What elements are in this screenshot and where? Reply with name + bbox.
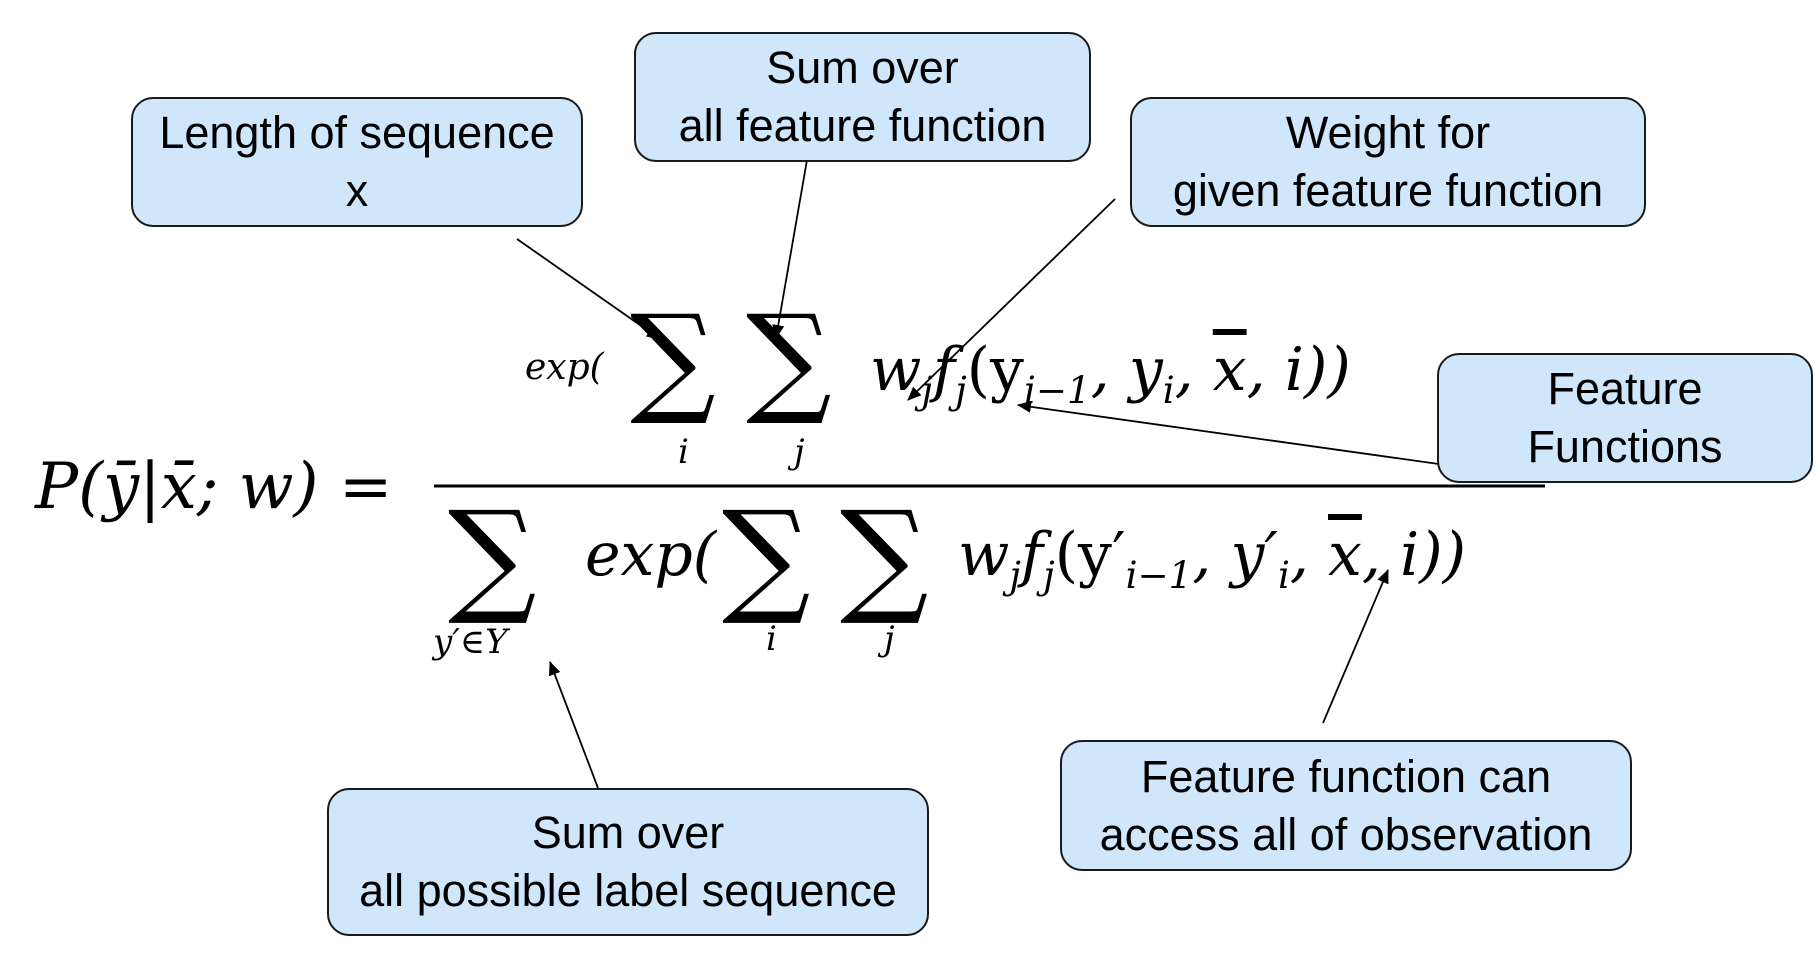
denominator-sum-j-index: j <box>884 619 895 659</box>
feature-sub: j <box>1043 553 1055 598</box>
numerator-exp: exp( <box>525 347 604 388</box>
arg3: , <box>1174 335 1213 405</box>
callout-line: Functions <box>1527 421 1723 472</box>
weight-sub: j <box>1009 553 1021 598</box>
arrow-label-sequence-to-Y <box>549 661 599 789</box>
numerator-sum-i-index: i <box>678 432 689 472</box>
callout-observation-access: Feature function can access all of obser… <box>1060 740 1632 871</box>
feature-sub: j <box>955 368 967 413</box>
args-close: , i)) <box>1361 520 1467 590</box>
arg2: , y′ <box>1192 520 1278 590</box>
arrow-weight-to-wj <box>907 198 1116 401</box>
callout-line: all possible label sequence <box>359 865 897 916</box>
denominator-term: wjfj(y′i−1, y′i, x, i)) <box>958 525 1466 594</box>
callout-line: Length of sequence <box>159 107 555 158</box>
callout-line: Weight for <box>1285 107 1491 158</box>
numerator-sum-j-index: j <box>794 432 805 472</box>
x-bar: x <box>1212 335 1247 405</box>
args-close: , i)) <box>1246 335 1351 405</box>
callout-line: Sum over <box>766 42 959 93</box>
callout-weight: Weight for given feature function <box>1130 97 1646 227</box>
numerator-sum-j-symbol: ∑ <box>746 290 832 429</box>
arrow-length-to-sum-i <box>516 238 661 340</box>
weight-symbol: w <box>870 335 922 405</box>
feature-symbol: f <box>1020 520 1044 590</box>
denominator-sum-j-symbol: ∑ <box>840 485 929 629</box>
arg2-sub: i <box>1277 553 1290 598</box>
callout-sum-over-feature-functions: Sum over all feature function <box>634 32 1091 162</box>
arg3: , <box>1289 520 1329 590</box>
callout-line: Feature <box>1547 363 1703 414</box>
arg1-sub: i−1 <box>1125 553 1193 598</box>
callout-feature-functions: Feature Functions <box>1437 353 1813 483</box>
callout-line: all feature function <box>678 100 1047 151</box>
weight-sub: j <box>921 368 933 413</box>
arg1-sub: i−1 <box>1023 368 1091 413</box>
callout-line: Feature function can <box>1140 750 1552 802</box>
denominator-sum-i-symbol: ∑ <box>722 485 811 629</box>
callout-line: Sum over <box>531 807 725 858</box>
arg2-sub: i <box>1162 368 1175 413</box>
denominator-exp: exp( <box>585 520 717 590</box>
arrow-feature-functions-to-fj <box>1017 400 1454 467</box>
numerator-sum-i-symbol: ∑ <box>630 290 716 429</box>
denominator-outer-sum-index: y′∈Y <box>433 622 508 662</box>
arrow-sum-feature-to-sum-j <box>772 159 808 339</box>
weight-symbol: w <box>958 520 1010 590</box>
callout-label-sequence: Sum over all possible label sequence <box>327 788 929 936</box>
x-bar: x <box>1328 520 1362 590</box>
args-open: (y <box>966 335 1024 405</box>
arg2: , y <box>1090 335 1163 405</box>
callout-length-of-sequence: Length of sequence x <box>131 97 583 227</box>
formula-lhs: P(ȳ|x̄; w) = <box>35 450 393 524</box>
arrow-observation-to-xbar <box>1322 569 1389 724</box>
args-open: (y′ <box>1054 520 1126 590</box>
callout-line: access all of observation <box>1099 808 1593 860</box>
denominator-outer-sum-symbol: ∑ <box>448 485 537 629</box>
feature-symbol: f <box>932 335 956 405</box>
callout-line: x <box>345 165 369 216</box>
denominator-sum-i-index: i <box>766 619 777 659</box>
numerator-term: wjfj(yi−1, yi, x, i)) <box>870 340 1351 409</box>
callout-line: given feature function <box>1172 165 1604 216</box>
